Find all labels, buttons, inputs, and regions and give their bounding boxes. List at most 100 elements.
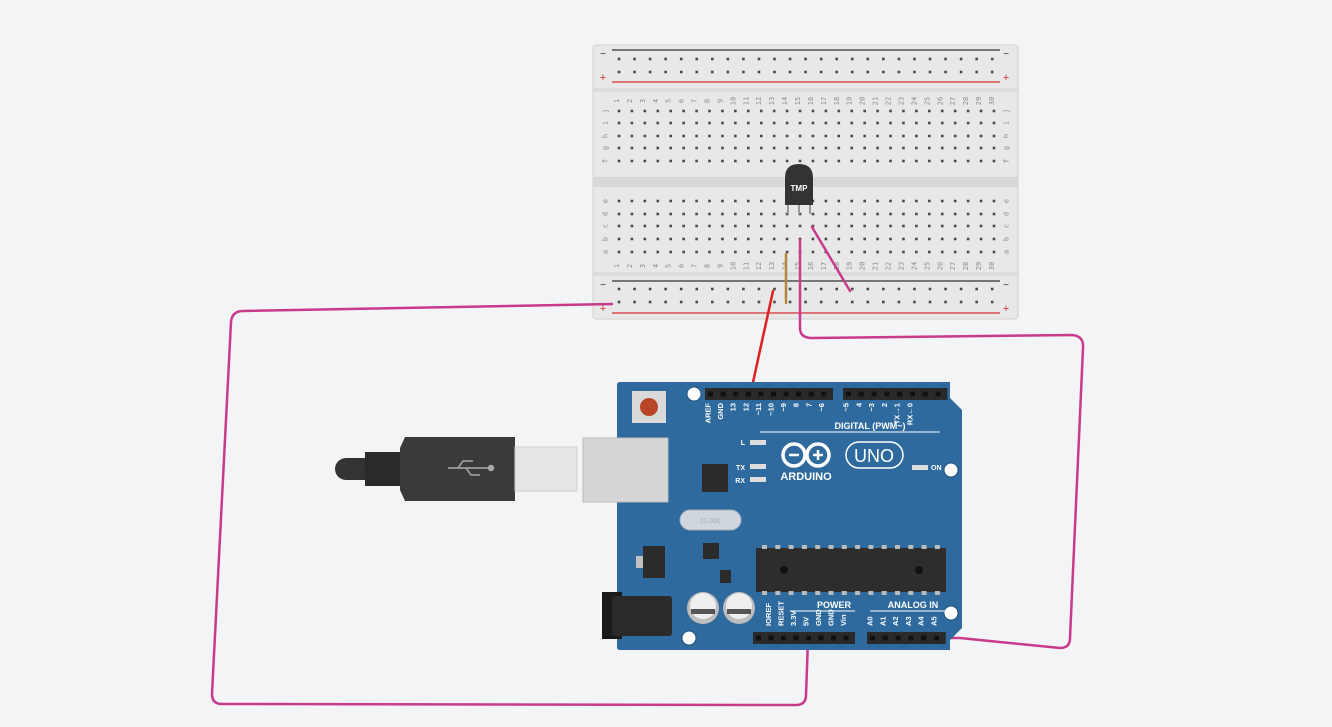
rail-hole[interactable] [897, 70, 901, 74]
breadboard-hole[interactable] [747, 199, 750, 203]
rail-hole[interactable] [928, 287, 932, 291]
breadboard-hole[interactable] [940, 134, 944, 138]
breadboard-hole[interactable] [734, 134, 737, 138]
breadboard-hole[interactable] [902, 159, 905, 163]
breadboard-hole[interactable] [669, 250, 673, 254]
breadboard-hole[interactable] [928, 212, 931, 216]
rail-hole[interactable] [835, 70, 838, 74]
rail-hole[interactable] [726, 300, 730, 304]
rail-hole[interactable] [695, 300, 699, 304]
breadboard-hole[interactable] [759, 146, 763, 150]
breadboard-hole[interactable] [811, 109, 815, 113]
header-pin[interactable] [870, 635, 875, 641]
breadboard-hole[interactable] [798, 121, 802, 125]
breadboard-hole[interactable] [889, 146, 892, 150]
breadboard-hole[interactable] [798, 212, 802, 216]
breadboard-hole[interactable] [656, 109, 660, 113]
header-pin[interactable] [796, 391, 802, 397]
breadboard-hole[interactable] [863, 146, 866, 150]
breadboard-hole[interactable] [837, 237, 841, 241]
breadboard-hole[interactable] [734, 237, 737, 241]
breadboard-hole[interactable] [979, 212, 983, 216]
header-pin[interactable] [720, 391, 726, 397]
header-pin[interactable] [821, 391, 827, 397]
breadboard-hole[interactable] [656, 159, 660, 163]
breadboard-hole[interactable] [966, 121, 970, 125]
breadboard-hole[interactable] [837, 199, 841, 203]
breadboard-hole[interactable] [617, 224, 621, 228]
rail-hole[interactable] [835, 57, 838, 61]
rail-hole[interactable] [757, 300, 761, 304]
breadboard-hole[interactable] [695, 237, 698, 241]
breadboard-hole[interactable] [915, 224, 918, 228]
breadboard-hole[interactable] [759, 134, 763, 138]
breadboard-hole[interactable] [876, 109, 879, 113]
rail-hole[interactable] [913, 70, 916, 74]
breadboard-hole[interactable] [940, 250, 944, 254]
breadboard-hole[interactable] [979, 109, 983, 113]
breadboard-hole[interactable] [682, 237, 685, 241]
breadboard-hole[interactable] [695, 134, 698, 138]
breadboard-hole[interactable] [850, 109, 854, 113]
rail-hole[interactable] [990, 300, 994, 304]
rail-hole[interactable] [944, 287, 947, 291]
breadboard-hole[interactable] [669, 224, 673, 228]
breadboard-hole[interactable] [630, 237, 634, 241]
rail-hole[interactable] [773, 57, 776, 61]
rail-hole[interactable] [944, 70, 947, 74]
breadboard-hole[interactable] [643, 237, 647, 241]
breadboard-hole[interactable] [992, 134, 996, 138]
breadboard-hole[interactable] [643, 250, 647, 254]
breadboard-hole[interactable] [979, 250, 983, 254]
breadboard-hole[interactable] [889, 199, 892, 203]
breadboard-hole[interactable] [785, 159, 789, 163]
rail-hole[interactable] [617, 300, 621, 304]
breadboard-hole[interactable] [902, 250, 905, 254]
rail-hole[interactable] [773, 300, 776, 304]
breadboard-hole[interactable] [747, 212, 750, 216]
breadboard-hole[interactable] [785, 237, 789, 241]
breadboard-hole[interactable] [721, 134, 724, 138]
breadboard-hole[interactable] [759, 109, 763, 113]
breadboard-hole[interactable] [643, 159, 647, 163]
breadboard-hole[interactable] [682, 121, 685, 125]
rail-hole[interactable] [617, 57, 621, 61]
rail-hole[interactable] [711, 70, 714, 74]
breadboard-hole[interactable] [630, 212, 634, 216]
breadboard-hole[interactable] [747, 250, 750, 254]
rail-hole[interactable] [882, 287, 885, 291]
breadboard-hole[interactable] [915, 212, 918, 216]
breadboard-hole[interactable] [876, 224, 879, 228]
rail-hole[interactable] [866, 70, 870, 74]
header-pin[interactable] [884, 391, 890, 397]
rail-hole[interactable] [695, 57, 699, 61]
rail-hole[interactable] [897, 57, 901, 61]
breadboard-hole[interactable] [617, 159, 621, 163]
breadboard-hole[interactable] [850, 159, 854, 163]
digital-header-left[interactable] [705, 388, 833, 400]
rail-hole[interactable] [648, 57, 652, 61]
rail-hole[interactable] [679, 57, 683, 61]
breadboard-hole[interactable] [811, 146, 815, 150]
header-pin[interactable] [921, 635, 927, 641]
breadboard-hole[interactable] [721, 121, 724, 125]
breadboard-hole[interactable] [824, 146, 828, 150]
breadboard-hole[interactable] [747, 121, 750, 125]
breadboard-hole[interactable] [669, 109, 673, 113]
wire-gnd-to-negative-rail[interactable] [748, 289, 775, 398]
breadboard-hole[interactable] [953, 134, 957, 138]
breadboard-hole[interactable] [695, 250, 698, 254]
breadboard-hole[interactable] [643, 212, 647, 216]
breadboard-hole[interactable] [863, 237, 866, 241]
breadboard-hole[interactable] [902, 224, 905, 228]
rail-hole[interactable] [819, 300, 823, 304]
rail-hole[interactable] [742, 57, 745, 61]
breadboard-hole[interactable] [785, 224, 789, 228]
rail-hole[interactable] [679, 300, 683, 304]
breadboard-hole[interactable] [966, 109, 970, 113]
power-header[interactable] [753, 632, 855, 644]
rail-hole[interactable] [633, 287, 636, 291]
breadboard-hole[interactable] [966, 212, 970, 216]
rail-hole[interactable] [788, 300, 792, 304]
header-pin[interactable] [934, 635, 939, 641]
